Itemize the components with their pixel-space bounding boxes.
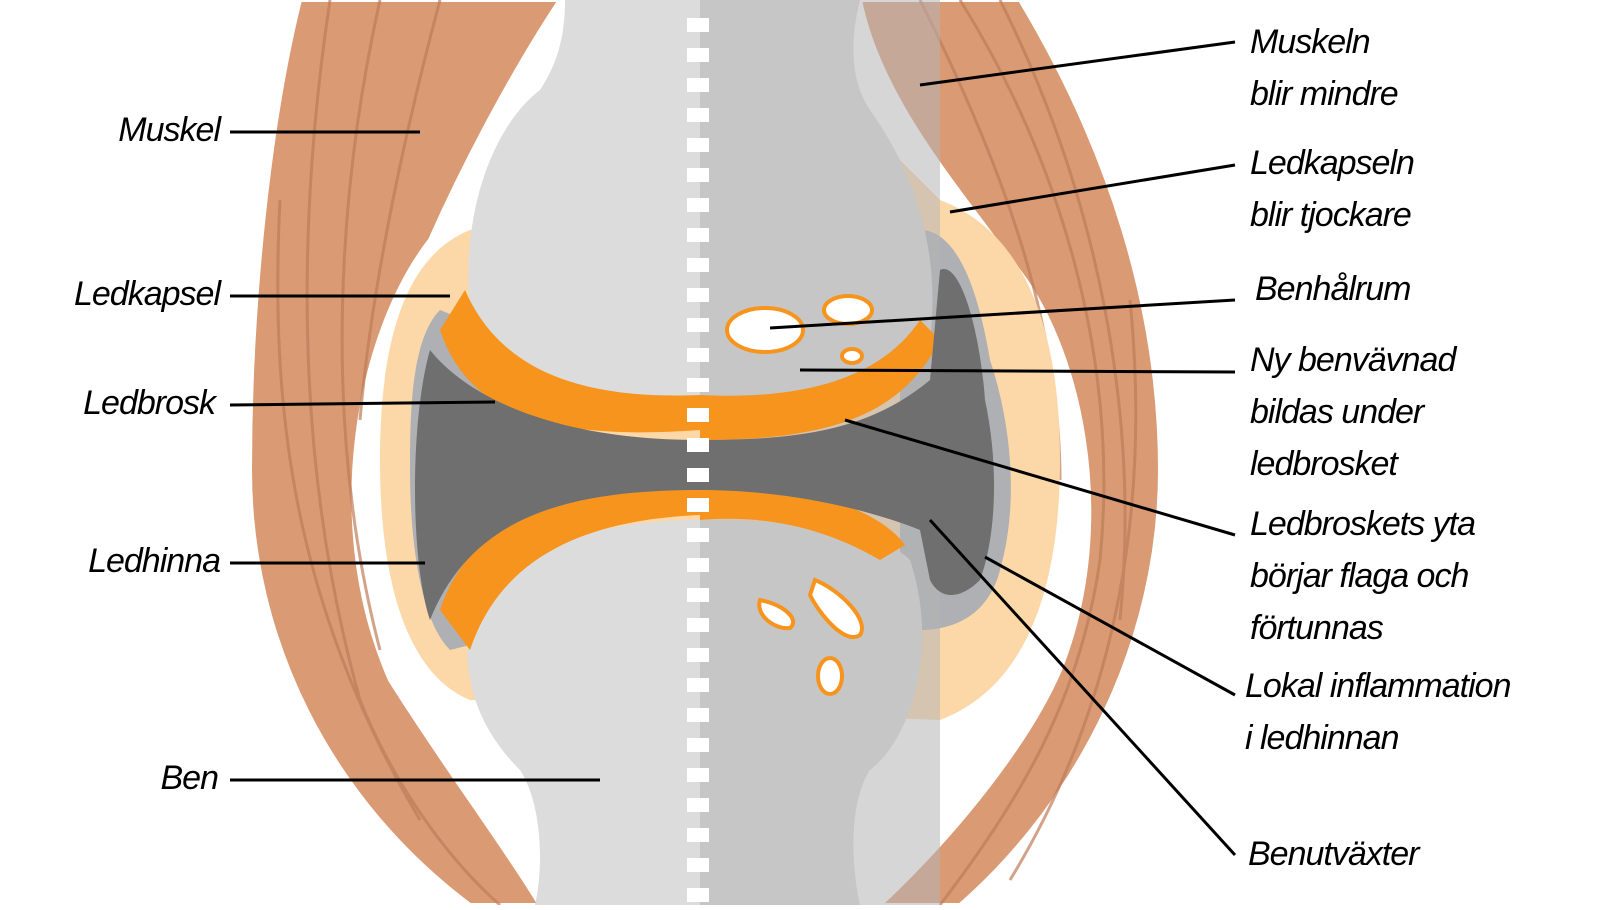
label-benutvaxter: Benutväxter	[1248, 828, 1418, 880]
label-ledkapsel: Ledkapsel	[0, 268, 220, 320]
label-ledhinna: Ledhinna	[0, 535, 220, 587]
label-ben: Ben	[0, 752, 218, 804]
label-ledbrosk: Ledbrosk	[0, 377, 215, 429]
label-benhalrum: Benhålrum	[1255, 263, 1410, 315]
label-muskel: Muskel	[0, 104, 220, 156]
